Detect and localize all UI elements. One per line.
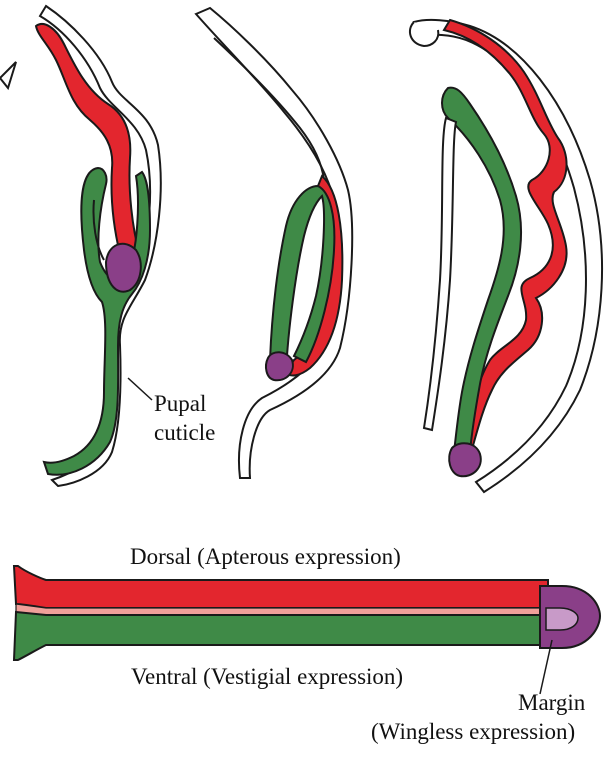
- edge-tick-mark: [0, 61, 17, 91]
- pupal-cuticle-label-line1: Pupal: [154, 391, 207, 416]
- ventral-label: Ventral (Vestigial expression): [131, 664, 404, 689]
- margin-inner: [545, 607, 579, 631]
- margin-tissue: [448, 442, 482, 478]
- pupal-cuticle-outline: [38, 4, 162, 488]
- stage-2-wing-disc: [194, 6, 354, 479]
- pupal-cuticle-label-line2: cuticle: [154, 420, 216, 445]
- flattened-wing-cross-section: [12, 565, 602, 695]
- ventral-tissue: [42, 166, 152, 476]
- ventral-layer: [12, 610, 549, 661]
- stage-1-wing-disc: [34, 4, 162, 488]
- pupal-cuticle-leader: [127, 377, 153, 401]
- dorsal-layer: [12, 565, 549, 609]
- wingless-label: (Wingless expression): [371, 719, 576, 744]
- cuticle-fold: [408, 21, 440, 48]
- margin-tissue: [265, 351, 294, 382]
- stage-3-wing-disc: [408, 18, 604, 494]
- margin-label: Margin: [518, 690, 586, 715]
- margin-leader: [539, 639, 553, 695]
- lumen-line: [92, 199, 105, 261]
- ventral-tissue: [268, 184, 336, 374]
- pupal-cuticle-inner-line: [213, 37, 325, 181]
- inner-lumen-outline: [422, 116, 458, 432]
- margin-tissue: [104, 242, 142, 293]
- dorsal-label: Dorsal (Apterous expression): [130, 544, 401, 569]
